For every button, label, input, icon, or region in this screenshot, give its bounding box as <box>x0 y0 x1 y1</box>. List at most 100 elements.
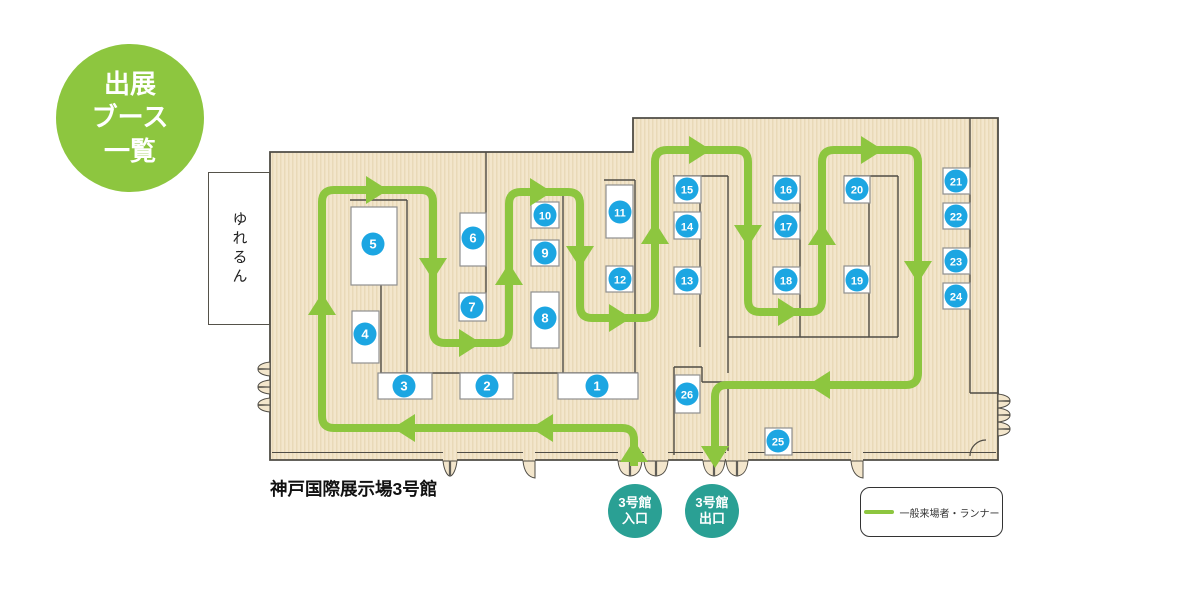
booth-number-badge-6 <box>461 226 485 250</box>
door-opening <box>643 451 669 477</box>
booth-number-21: 21 <box>950 176 962 188</box>
exit-badge-line1: 3号館 <box>695 494 729 510</box>
booth-number-22: 22 <box>950 211 962 223</box>
door-opening <box>442 451 458 477</box>
shutter-door-mark <box>257 379 271 395</box>
booth-24: 24 <box>942 282 971 310</box>
booth-number-badge-7 <box>460 295 484 319</box>
booth-number-badge-21 <box>944 169 968 193</box>
booth-number-4: 4 <box>361 326 369 341</box>
booth-4: 4 <box>351 310 380 364</box>
door-opening <box>725 451 749 477</box>
booth-5: 5 <box>350 206 398 286</box>
route-arrow-up <box>641 222 669 244</box>
route-legend-line <box>863 510 894 514</box>
booth-number-badge-23 <box>944 249 968 273</box>
booth-number-12: 12 <box>614 274 626 286</box>
route-arrow-right <box>609 304 631 332</box>
booth-number-13: 13 <box>681 275 693 287</box>
booth-number-badge-20 <box>845 177 869 201</box>
booth-number-badge-25 <box>766 429 790 453</box>
booth-3: 3 <box>377 372 433 400</box>
shutter-door-mark <box>257 361 271 377</box>
booth-number-23: 23 <box>950 256 962 268</box>
booth-number-20: 20 <box>851 184 863 196</box>
booth-number-badge-18 <box>774 268 798 292</box>
booth-26: 26 <box>674 374 701 414</box>
booth-number-9: 9 <box>541 245 548 260</box>
booth-18: 18 <box>772 266 801 295</box>
booth-number-badge-13 <box>675 268 699 292</box>
route-legend-label: 一般来場者・ランナー <box>899 508 1000 520</box>
booth-22: 22 <box>942 202 971 230</box>
route-arrow-right <box>689 136 711 164</box>
booth-23: 23 <box>942 247 971 275</box>
shutter-door-mark <box>257 397 271 413</box>
entrance-badge-line1: 3号館 <box>618 494 652 510</box>
booth-number-8: 8 <box>541 310 548 325</box>
route-arrow-up <box>620 440 648 462</box>
route-arrow-up <box>495 263 523 285</box>
booth-number-11: 11 <box>614 207 626 219</box>
booth-number-badge-9 <box>533 241 557 265</box>
booth-12: 12 <box>605 265 634 293</box>
booth-number-3: 3 <box>400 378 407 393</box>
route-arrow-left <box>808 371 830 399</box>
route-arrow-up <box>808 223 836 245</box>
route-arrow-down <box>419 258 447 280</box>
booth-16: 16 <box>772 175 801 204</box>
booth-9: 9 <box>530 239 560 267</box>
booth-8: 8 <box>530 291 560 349</box>
booth-number-badge-11 <box>608 200 632 224</box>
side-room-yurerun: ゆれるん <box>208 172 270 325</box>
booth-number-badge-8 <box>533 306 557 330</box>
booth-number-badge-2 <box>475 374 499 398</box>
hall3-exit-badge: 3号館 出口 <box>685 484 739 538</box>
booth-7: 7 <box>458 292 487 322</box>
hall3-entrance-badge: 3号館 入口 <box>608 484 662 538</box>
booth-number-badge-3 <box>392 374 416 398</box>
route-arrow-down <box>734 225 762 247</box>
route-arrow-down <box>701 446 729 468</box>
booth-number-14: 14 <box>681 221 694 233</box>
booth-number-25: 25 <box>772 436 784 448</box>
booth-number-badge-12 <box>608 267 632 291</box>
booth-13: 13 <box>673 266 702 295</box>
booth-number-badge-1 <box>585 374 609 398</box>
booth-number-7: 7 <box>468 299 475 314</box>
booth-number-10: 10 <box>539 210 551 222</box>
hall-floor <box>269 117 999 461</box>
booth-number-18: 18 <box>780 275 792 287</box>
booth-number-badge-10 <box>533 203 557 227</box>
route-legend: 一般来場者・ランナー <box>860 487 1003 537</box>
route-arrow-right <box>530 178 552 206</box>
booth-10: 10 <box>530 201 560 229</box>
booth-number-badge-26 <box>675 382 699 406</box>
booth-6: 6 <box>459 212 487 267</box>
booth-15: 15 <box>673 175 702 204</box>
booth-25: 25 <box>764 427 793 456</box>
door-swing-arc <box>969 439 987 457</box>
booth-11: 11 <box>605 184 634 239</box>
booth-number-26: 26 <box>681 389 693 401</box>
booth-2: 2 <box>459 372 514 400</box>
booth-number-2: 2 <box>483 378 490 393</box>
booth-19: 19 <box>843 265 871 294</box>
booth-number-1: 1 <box>593 378 600 393</box>
booth-21: 21 <box>942 167 971 195</box>
booth-number-badge-5 <box>361 232 385 256</box>
booth-number-17: 17 <box>780 221 792 233</box>
side-room-label: ゆれるん <box>230 210 248 287</box>
booth-number-16: 16 <box>780 184 792 196</box>
exhibitor-booth-list-badge: 出展 ブース 一覧 <box>56 44 204 192</box>
route-arrow-right <box>778 298 800 326</box>
route-arrow-right <box>459 329 481 357</box>
route-arrow-down <box>566 246 594 268</box>
shutter-door-mark <box>997 421 1011 437</box>
door-opening <box>850 451 864 479</box>
booth-number-19: 19 <box>851 275 863 287</box>
route-arrow-down <box>904 261 932 283</box>
route-arrow-left <box>531 414 553 442</box>
